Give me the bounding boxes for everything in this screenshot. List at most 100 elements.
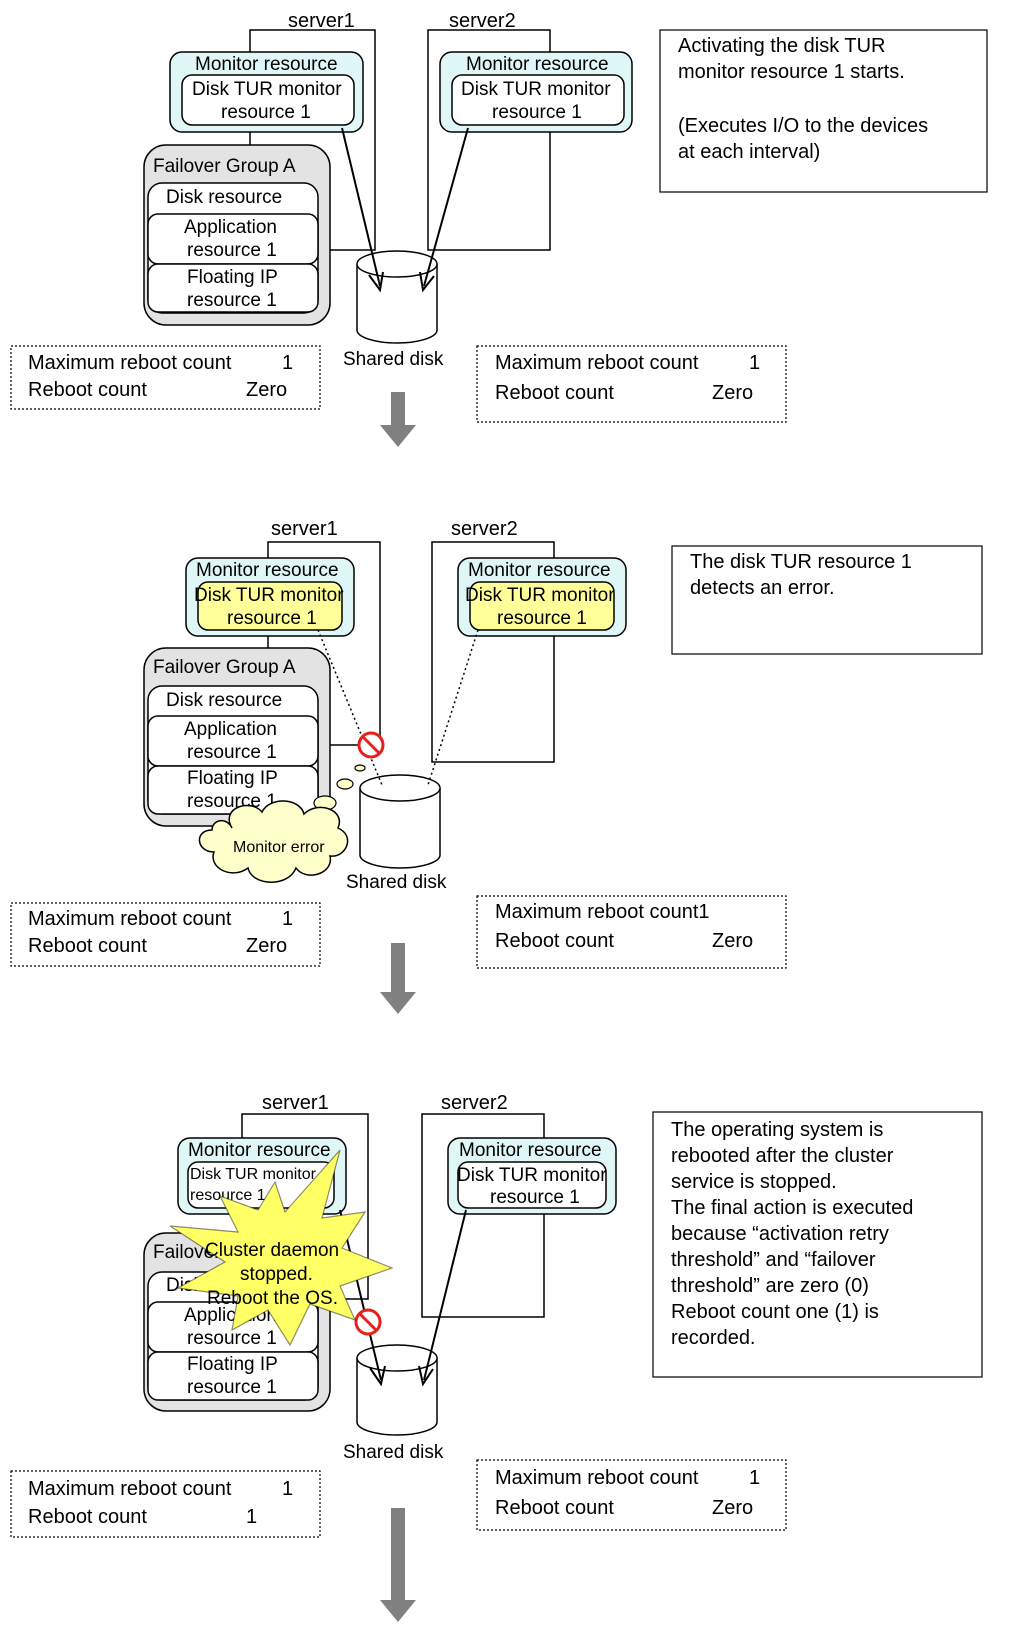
io-arrowhead-server1 bbox=[369, 1365, 386, 1387]
server2-max-reboot-label: Maximum reboot count1 bbox=[495, 901, 710, 923]
server2-frame bbox=[431, 541, 555, 763]
application-resource-label-2: resource 1 bbox=[187, 1328, 277, 1349]
server2-frame bbox=[421, 1113, 545, 1318]
server1-disk-tur-label-1: Disk TUR monitor bbox=[190, 1166, 317, 1183]
floating-ip-label-1: Floating IP bbox=[187, 768, 278, 789]
server1-disk-tur-label-1: Disk TUR monitor bbox=[192, 79, 342, 100]
server1-label: server1 bbox=[271, 518, 338, 540]
server1-label: server1 bbox=[288, 10, 355, 32]
server2-label: server2 bbox=[441, 1092, 508, 1114]
note-3-line-1: The operating system is bbox=[671, 1119, 883, 1141]
server1-monitor-resource-label: Monitor resource bbox=[188, 1140, 331, 1161]
server1-disk-tur-label-2: resource 1 bbox=[221, 102, 311, 123]
application-resource-label-2: resource 1 bbox=[187, 240, 277, 261]
server2-monitor-resource-label: Monitor resource bbox=[466, 54, 609, 75]
shared-disk-cylinder bbox=[359, 774, 441, 869]
server2-max-reboot-value: 1 bbox=[749, 352, 760, 374]
note-1-line-5: at each interval) bbox=[678, 141, 820, 163]
note-1-line-4: (Executes I/O to the devices bbox=[678, 115, 928, 137]
server2-label: server2 bbox=[449, 10, 516, 32]
shared-disk-label: Shared disk bbox=[346, 872, 447, 893]
server2-disk-tur-label-2: resource 1 bbox=[492, 102, 582, 123]
failover-group-label: Failover Group A bbox=[153, 156, 296, 177]
io-arrow-server2 bbox=[423, 1209, 467, 1381]
burst-line-3: Reboot the OS. bbox=[207, 1288, 338, 1309]
note-2-line-1: The disk TUR resource 1 bbox=[690, 551, 912, 573]
note-3-line-7: threshold” are zero (0) bbox=[671, 1275, 869, 1297]
panel-3: server1 server2 Monitor resource Disk TU… bbox=[10, 1092, 983, 1538]
thought-bubble-medium bbox=[336, 778, 354, 790]
server1-label: server1 bbox=[262, 1092, 329, 1114]
io-arrowhead-server2 bbox=[419, 271, 435, 293]
server2-count-box bbox=[476, 895, 787, 969]
application-resource-label-2: resource 1 bbox=[187, 742, 277, 763]
server1-max-reboot-label: Maximum reboot count bbox=[28, 1478, 232, 1500]
server2-disk-tur-label-1: Disk TUR monitor bbox=[457, 1165, 607, 1186]
server1-max-reboot-label: Maximum reboot count bbox=[28, 352, 232, 374]
server2-max-reboot-label: Maximum reboot count bbox=[495, 1467, 699, 1489]
server2-monitor-resource-label: Monitor resource bbox=[468, 560, 611, 581]
burst-line-1: Cluster daemon bbox=[205, 1240, 339, 1261]
server1-monitor-resource-label: Monitor resource bbox=[196, 560, 339, 581]
server2-reboot-count-label: Reboot count bbox=[495, 930, 614, 952]
server2-max-reboot-value: 1 bbox=[749, 1467, 760, 1489]
server2-reboot-count-label: Reboot count bbox=[495, 382, 614, 404]
server1-max-reboot-value: 1 bbox=[282, 908, 293, 930]
server1-disk-tur-label-2: resource 1 bbox=[190, 1187, 266, 1204]
server1-reboot-count-value: Zero bbox=[246, 935, 287, 957]
server1-max-reboot-value: 1 bbox=[282, 1478, 293, 1500]
server2-disk-tur-monitor bbox=[451, 74, 625, 126]
shared-disk-cylinder bbox=[356, 1344, 438, 1436]
server2-disk-tur-monitor bbox=[457, 1161, 607, 1209]
floating-ip-resource bbox=[147, 263, 319, 313]
application-resource-label-1: Application bbox=[184, 217, 277, 238]
floating-ip-label-2: resource 1 bbox=[187, 1377, 277, 1398]
monitor-error-label: Monitor error bbox=[233, 839, 325, 856]
disk-resource-label: Disk resource bbox=[166, 690, 282, 711]
server1-reboot-count-label: Reboot count bbox=[28, 1506, 147, 1528]
shared-disk-label: Shared disk bbox=[343, 349, 444, 370]
server1-disk-tur-monitor bbox=[181, 74, 355, 126]
application-resource-label-1: Application bbox=[184, 719, 277, 740]
dotted-link-server2 bbox=[427, 629, 479, 786]
prohibit-icon bbox=[354, 1308, 382, 1336]
io-arrow-server1 bbox=[341, 127, 381, 287]
note-1-line-2: monitor resource 1 starts. bbox=[678, 61, 905, 83]
note-3-line-2: rebooted after the cluster bbox=[671, 1145, 894, 1167]
server2-reboot-count-label: Reboot count bbox=[495, 1497, 614, 1519]
note-box-2 bbox=[671, 545, 983, 655]
disk-resource-label: Disk resource bbox=[166, 187, 282, 208]
cluster-stopped-burst bbox=[169, 1149, 394, 1347]
server1-reboot-count-label: Reboot count bbox=[28, 379, 147, 401]
server2-disk-tur-label-2: resource 1 bbox=[497, 608, 587, 629]
server2-disk-tur-label-1: Disk TUR monitor bbox=[465, 585, 615, 606]
down-arrow-3 bbox=[380, 1508, 416, 1622]
server2-max-reboot-label: Maximum reboot count bbox=[495, 352, 699, 374]
monitor-error-cloud bbox=[198, 800, 349, 883]
failover-group-label: Failover Group A bbox=[153, 657, 296, 678]
floating-ip-label-1: Floating IP bbox=[187, 267, 278, 288]
shared-disk-label: Shared disk bbox=[343, 1442, 444, 1463]
note-box-3 bbox=[652, 1111, 983, 1378]
thought-bubble-small bbox=[354, 764, 366, 772]
floating-ip-label-1: Floating IP bbox=[187, 1354, 278, 1375]
io-arrowhead-server1 bbox=[368, 271, 384, 293]
down-arrow-2 bbox=[380, 943, 416, 1014]
note-1-line-1: Activating the disk TUR bbox=[678, 35, 886, 57]
note-2-line-2: detects an error. bbox=[690, 577, 835, 599]
server2-reboot-count-value: Zero bbox=[712, 930, 753, 952]
panel-1: server1 server2 Monitor resource Disk TU… bbox=[10, 10, 988, 423]
server2-count-box bbox=[476, 1459, 787, 1531]
io-arrow-server2 bbox=[423, 127, 469, 287]
note-3-line-6: threshold” and “failover bbox=[671, 1249, 876, 1271]
note-3-line-4: The final action is executed bbox=[671, 1197, 913, 1219]
burst-line-2: stopped. bbox=[240, 1264, 313, 1285]
note-3-line-3: service is stopped. bbox=[671, 1171, 837, 1193]
server2-disk-tur-label-1: Disk TUR monitor bbox=[461, 79, 611, 100]
server1-count-box bbox=[10, 345, 321, 410]
server2-reboot-count-value: Zero bbox=[712, 382, 753, 404]
server2-frame bbox=[427, 29, 551, 251]
panel-2: server1 server2 Monitor resource Disk TU… bbox=[10, 518, 983, 969]
server1-disk-tur-label-1: Disk TUR monitor bbox=[194, 585, 344, 606]
server1-reboot-count-label: Reboot count bbox=[28, 935, 147, 957]
